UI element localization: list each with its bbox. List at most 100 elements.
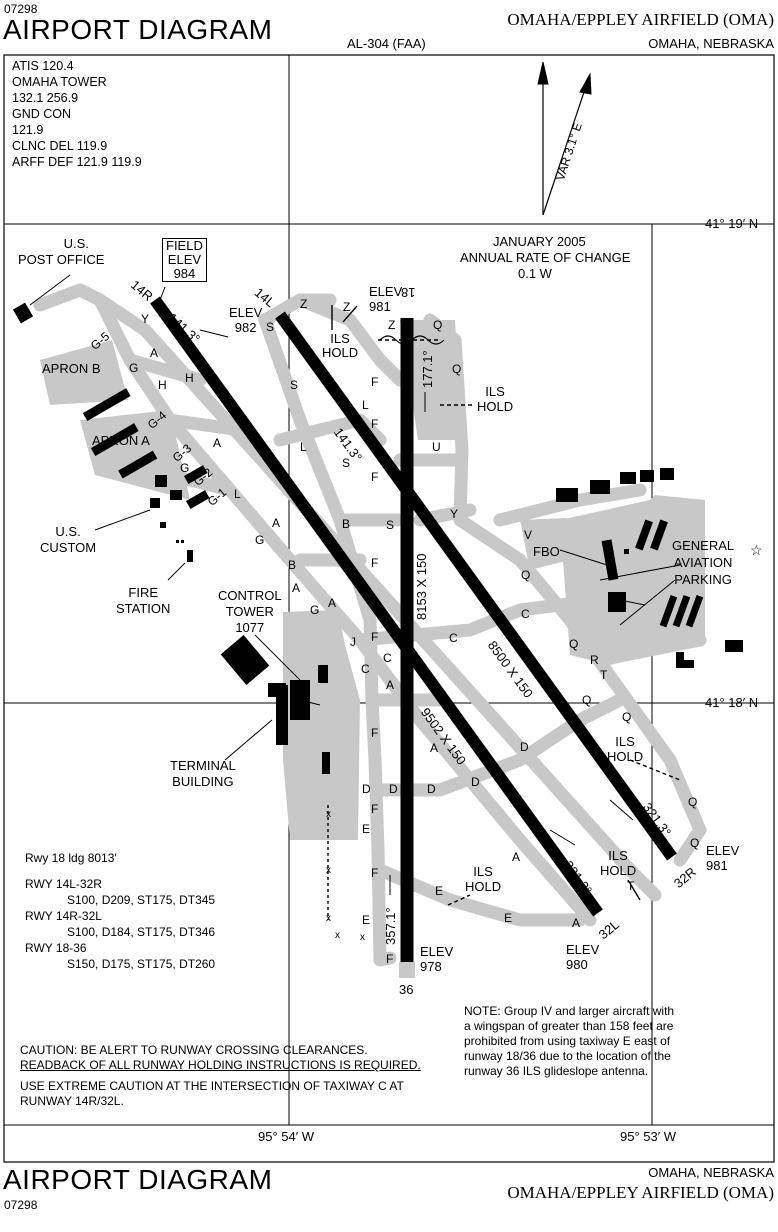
taxiway-L: Q	[452, 362, 462, 376]
taxiway-Z: Z	[300, 297, 308, 311]
latitude-bottom: 41° 18′ N	[705, 695, 759, 710]
rate-of-change-title: ANNUAL RATE OF CHANGE	[460, 250, 631, 265]
taxiway-A: A	[572, 916, 581, 930]
taxiway-F: F	[371, 470, 379, 484]
taxiway-C: C	[361, 662, 370, 676]
taxiway-S: S	[290, 378, 299, 392]
taxiway-L: Q	[521, 568, 531, 582]
beacon-icon: ☆	[750, 542, 763, 558]
svg-text:x: x	[360, 932, 365, 943]
city-bottom: OMAHA, NEBRASKA	[648, 1165, 774, 1180]
taxiway-F: F	[371, 630, 379, 644]
tower-frequency: 132.1 256.9	[12, 91, 79, 105]
taxiway-K: L	[300, 440, 307, 454]
fbo-label: FBO	[533, 544, 560, 559]
taxiway-E: E	[362, 822, 371, 836]
taxiway-K: L	[234, 487, 241, 501]
city-top: OMAHA, NEBRASKA	[648, 36, 774, 51]
longitude-left: 95° 54′ W	[258, 1129, 315, 1144]
taxiway-F: F	[371, 556, 379, 570]
taxiway-Z: Z	[388, 318, 396, 332]
taxiways	[33, 283, 707, 967]
taxiway-Y: Y	[450, 507, 459, 521]
taxiway-A: A	[292, 581, 301, 595]
taxiway-T: T	[627, 879, 635, 893]
publication-id: AL-304 (FAA)	[347, 36, 426, 51]
taxiway-G: G	[180, 461, 190, 475]
taxiway-L: Q	[582, 693, 592, 707]
longitude-right: 95° 53′ W	[620, 1129, 677, 1144]
svg-text:x: x	[326, 913, 331, 924]
taxiway-G: G	[129, 361, 139, 375]
taxiway-L: Q	[688, 795, 698, 809]
taxiway-L: Q	[433, 318, 443, 332]
apron-b-label: APRON B	[42, 361, 101, 376]
tower-label: OMAHA TOWER	[12, 75, 107, 89]
runway-18-36-dimensions: 8153 X 150	[414, 553, 429, 620]
terminal-building-label: TERMINAL BUILDING	[170, 758, 236, 789]
taxiway-U: U	[432, 440, 441, 454]
rwy-18-landing-distance: Rwy 18 ldg 8013′	[25, 851, 117, 865]
us-custom-label: U.S. CUSTOM	[40, 524, 97, 555]
note-block: NOTE: Group IV and larger aircraft with …	[464, 1004, 675, 1078]
taxiway-C: C	[521, 607, 530, 621]
taxiway-A: A	[150, 346, 159, 360]
ground-frequency: 121.9	[12, 123, 44, 137]
taxiway-A: A	[430, 741, 439, 755]
taxiway-L: Q	[569, 637, 579, 651]
taxiway-C: C	[383, 651, 392, 665]
field-elevation-box: FIELD ELEV 984	[162, 238, 207, 282]
taxiway-A: A	[272, 516, 281, 530]
taxiway-D: D	[362, 782, 371, 796]
taxiway-B: B	[342, 517, 351, 531]
svg-text:x: x	[335, 930, 340, 941]
apron-a-label: APRON A	[92, 433, 150, 448]
taxiway-D: D	[520, 740, 529, 754]
heading-357: 357.1°	[383, 907, 398, 945]
runways	[150, 296, 677, 978]
chart-frame	[3, 54, 775, 1163]
runway-14R-32L	[150, 296, 603, 917]
taxiway-E: E	[504, 911, 513, 925]
taxiway-S: S	[342, 456, 351, 470]
taxiway-D: D	[427, 782, 436, 796]
taxiway-S: S	[266, 320, 275, 334]
control-tower-label: CONTROL TOWER 1077	[218, 588, 282, 635]
heading-177: 177.1°	[420, 350, 435, 388]
taxiway-A: A	[213, 436, 222, 450]
fire-station-label: FIRE STATION	[116, 585, 171, 616]
chart-number-bottom: 07298	[4, 1198, 38, 1212]
taxiway-B: B	[288, 558, 297, 572]
chart-title-bottom: AIRPORT DIAGRAM	[3, 1164, 273, 1195]
north-arrow	[537, 61, 592, 216]
obstruction-marks: x x x x x	[326, 809, 365, 943]
chart-title-top: AIRPORT DIAGRAM	[3, 14, 273, 45]
rate-of-change: 0.1 W	[518, 266, 552, 281]
hold-lines	[327, 305, 681, 920]
taxiway-G: G	[255, 533, 265, 547]
taxiway-Z: Z	[343, 300, 351, 314]
runway-14L-32R	[275, 311, 677, 861]
clearance-frequency: CLNC DEL 119.9	[12, 139, 108, 153]
taxiway-F: F	[371, 802, 379, 816]
taxiway-G: G	[310, 603, 320, 617]
arff-frequency: ARFF DEF 121.9 119.9	[12, 155, 142, 169]
runway-36-label: 36	[399, 982, 414, 997]
runway-data-block: Rwy 18 ldg 8013′ RWY 14L-32R S100, D209,…	[25, 851, 216, 971]
taxiway-J: J	[350, 635, 356, 649]
buildings	[12, 302, 743, 774]
general-aviation-label: GENERAL AVIATION PARKING	[672, 538, 735, 587]
taxiway-C: C	[449, 631, 458, 645]
taxiway-Q: R	[590, 653, 599, 667]
taxiway-D: D	[389, 782, 398, 796]
runway-18-label: 18	[401, 285, 416, 300]
